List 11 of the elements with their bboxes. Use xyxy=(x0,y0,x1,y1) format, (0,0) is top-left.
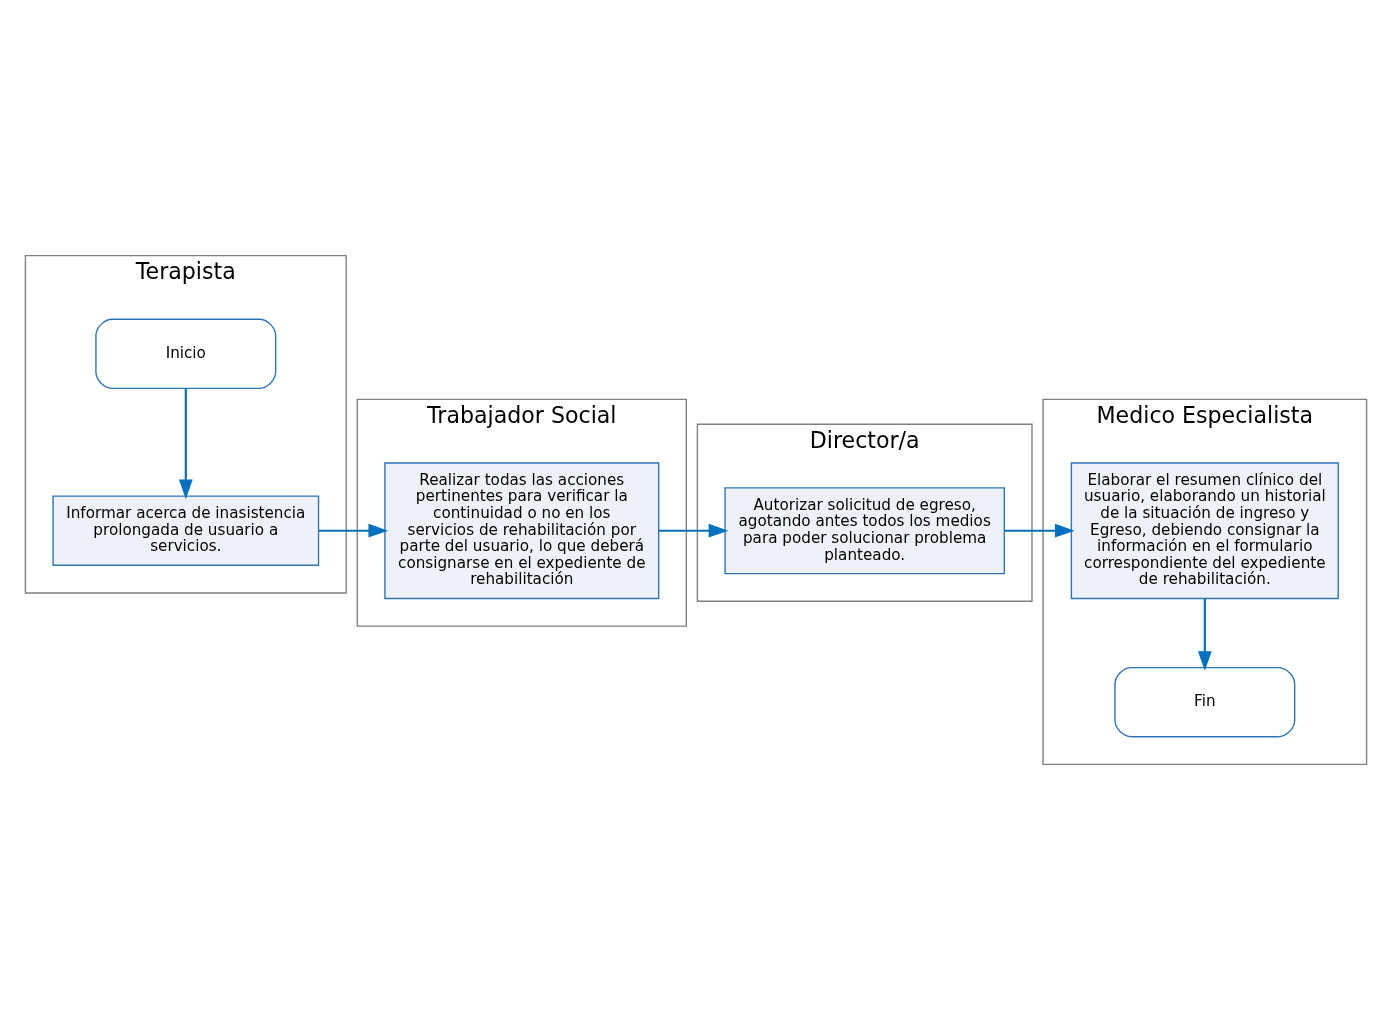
node-box: Elaborar el resumen clínico del usuario, elaborando un historial de la situación de ingreso y Egreso, debiendo consignar la información en el formulario correspondiente del expediente de rehabilitación. xyxy=(1070,462,1339,600)
node-box: Realizar todas las acciones pertinentes para verificar la continuidad o no en los servicios de rehabilitación por parte del usuario, lo que deberá consignarse en el expediente de rehabilitación xyxy=(384,462,660,600)
arrow xyxy=(659,523,729,538)
arrow xyxy=(178,388,193,500)
node-box: Inicio xyxy=(95,318,277,389)
arrow xyxy=(1197,598,1212,671)
node-box: Fin xyxy=(1114,666,1296,738)
arrow xyxy=(1004,523,1075,538)
node-box: Autorizar solicitud de egreso, agotando antes todos los medios para poder solucionar problema planteado. xyxy=(724,487,1006,575)
arrow xyxy=(319,523,389,538)
node-box: Informar acerca de inasistencia prolongada de usuario a servicios. xyxy=(52,495,320,566)
